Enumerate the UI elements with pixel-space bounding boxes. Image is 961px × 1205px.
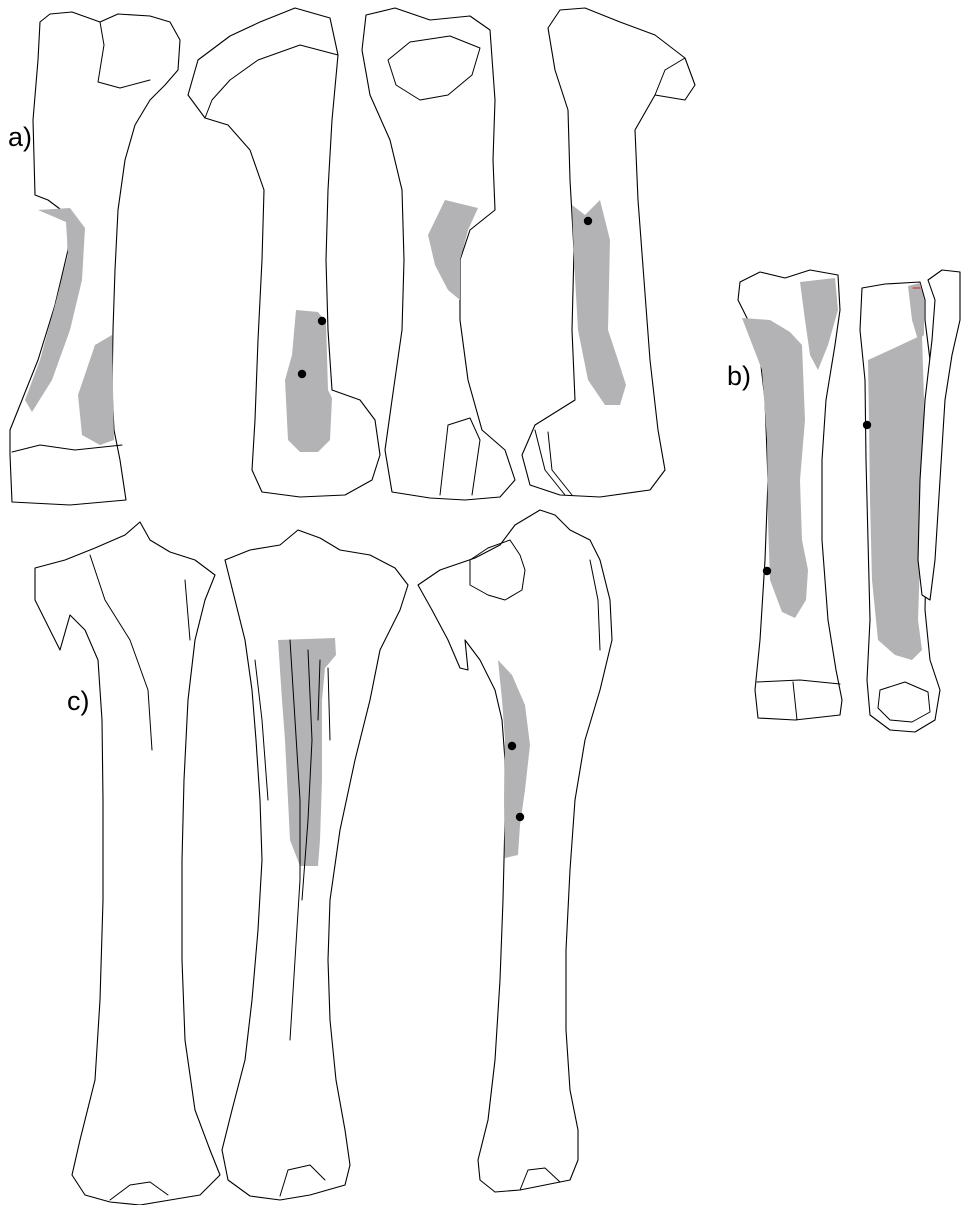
panel-c: c) — [35, 510, 612, 1205]
panel-a-view-1 — [10, 12, 180, 505]
panel-c-marker-1 — [508, 742, 516, 750]
panel-b-view-1-shade-left — [742, 318, 808, 618]
panel-c-view-2 — [222, 530, 408, 1200]
panel-b-label: b) — [727, 361, 751, 391]
panel-a-marker-2 — [298, 370, 306, 378]
panel-b-view-2-shade-main — [868, 335, 924, 660]
panel-b-marker-2 — [763, 567, 771, 575]
panel-a-view-3 — [362, 8, 515, 500]
panel-a-marker-3 — [584, 217, 592, 225]
panel-c-view-3 — [418, 510, 612, 1192]
panel-a-label: a) — [8, 122, 32, 152]
panel-a: a) — [8, 8, 695, 505]
panel-b-marker-1 — [863, 421, 871, 429]
panel-c-marker-2 — [516, 813, 524, 821]
panel-c-view-1-outline — [35, 522, 220, 1205]
panel-a-view-2-outline — [188, 8, 380, 497]
panel-a-view-4 — [522, 8, 695, 497]
panel-b: b) — [727, 270, 960, 732]
panel-a-marker-1 — [318, 317, 326, 325]
panel-c-label: c) — [67, 686, 90, 716]
panel-c-view-1 — [35, 522, 220, 1205]
panel-b-view-2 — [860, 270, 960, 732]
panel-b-view-1 — [738, 270, 842, 720]
panel-a-view-2 — [188, 8, 380, 497]
